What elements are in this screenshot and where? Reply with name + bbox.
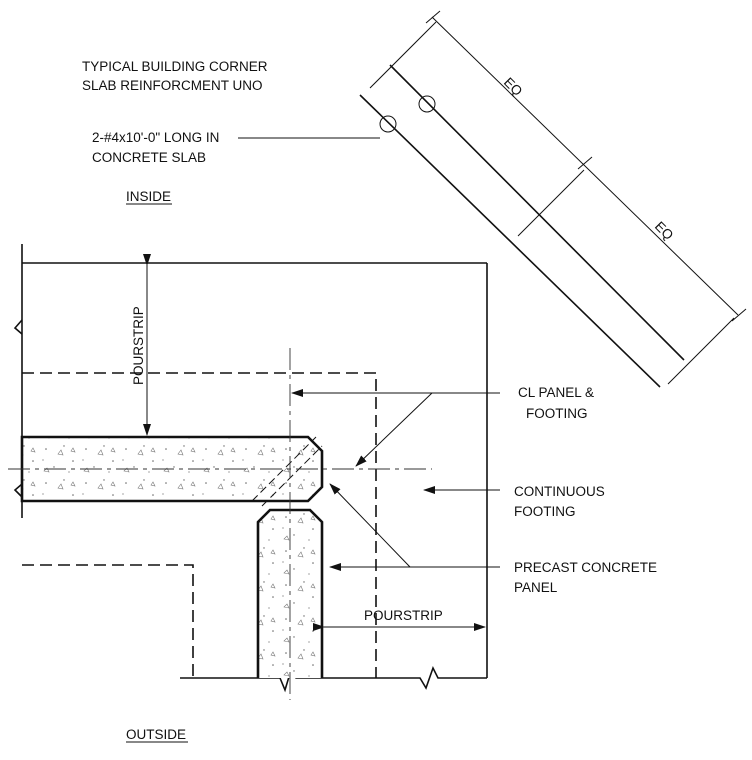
cl-panel-label-line-2: FOOTING — [526, 406, 588, 421]
corner-joint-line-2 — [261, 445, 323, 507]
eq-label-lower: EQ — [652, 219, 676, 243]
title-line-2: SLAB REINFORCMENT UNO — [82, 78, 263, 93]
corner-joint-line-1 — [251, 436, 317, 502]
outside-label: OUTSIDE — [126, 727, 186, 742]
rebar-note-line-1: 2-#4x10'-0" LONG IN — [92, 130, 219, 145]
footing-label-line-2: FOOTING — [514, 504, 576, 519]
eq-dimension-line — [431, 16, 739, 316]
rebar-section-circle-2 — [418, 95, 436, 113]
title-line-1: TYPICAL BUILDING CORNER — [82, 59, 268, 74]
pourstrip-horizontal-label: POURSTRIP — [364, 608, 443, 623]
pourstrip-horizontal-dimension: POURSTRIP — [313, 608, 486, 631]
cl-panel-leader-diagonal — [355, 392, 433, 467]
eq-extension-2 — [517, 169, 585, 237]
callout-cl-panel: CL PANEL & FOOTING — [291, 385, 594, 467]
footing-label-line-1: CONTINUOUS — [514, 484, 605, 499]
eq-tick-3 — [731, 308, 747, 322]
rebar-section-circle-1 — [379, 115, 397, 133]
eq-tick-1 — [425, 10, 441, 24]
eq-extension-3 — [667, 317, 735, 385]
slab-bottom-edge — [180, 665, 487, 693]
panel-label-line-2: PANEL — [514, 580, 558, 595]
pourstrip-vertical-label: POURSTRIP — [131, 306, 146, 385]
diagonal-rebar-detail: EQ EQ — [359, 10, 747, 388]
cl-panel-label-line-1: CL PANEL & — [518, 385, 594, 400]
panel-label-line-1: PRECAST CONCRETE — [514, 560, 657, 575]
break-mark-upper — [13, 319, 23, 335]
footing-outer-dashed — [22, 372, 377, 678]
continuous-footing-outline — [22, 372, 377, 678]
pourstrip-vertical-dimension: POURSTRIP — [131, 254, 151, 436]
break-mark-lower — [13, 483, 23, 498]
rebar-bar-2 — [389, 64, 685, 361]
inside-label: INSIDE — [126, 189, 171, 204]
rebar-bar-1 — [359, 94, 661, 388]
callout-continuous-footing: CONTINUOUS FOOTING — [423, 484, 605, 519]
callout-precast-panel: PRECAST CONCRETE PANEL — [329, 483, 657, 595]
footing-inner-dashed — [22, 564, 194, 678]
eq-tick-2 — [577, 156, 593, 170]
eq-label-upper: EQ — [501, 75, 525, 99]
eq-extension-1 — [369, 21, 437, 89]
panel-leader-diagonal — [329, 483, 411, 568]
rebar-note-line-2: CONCRETE SLAB — [92, 150, 206, 165]
